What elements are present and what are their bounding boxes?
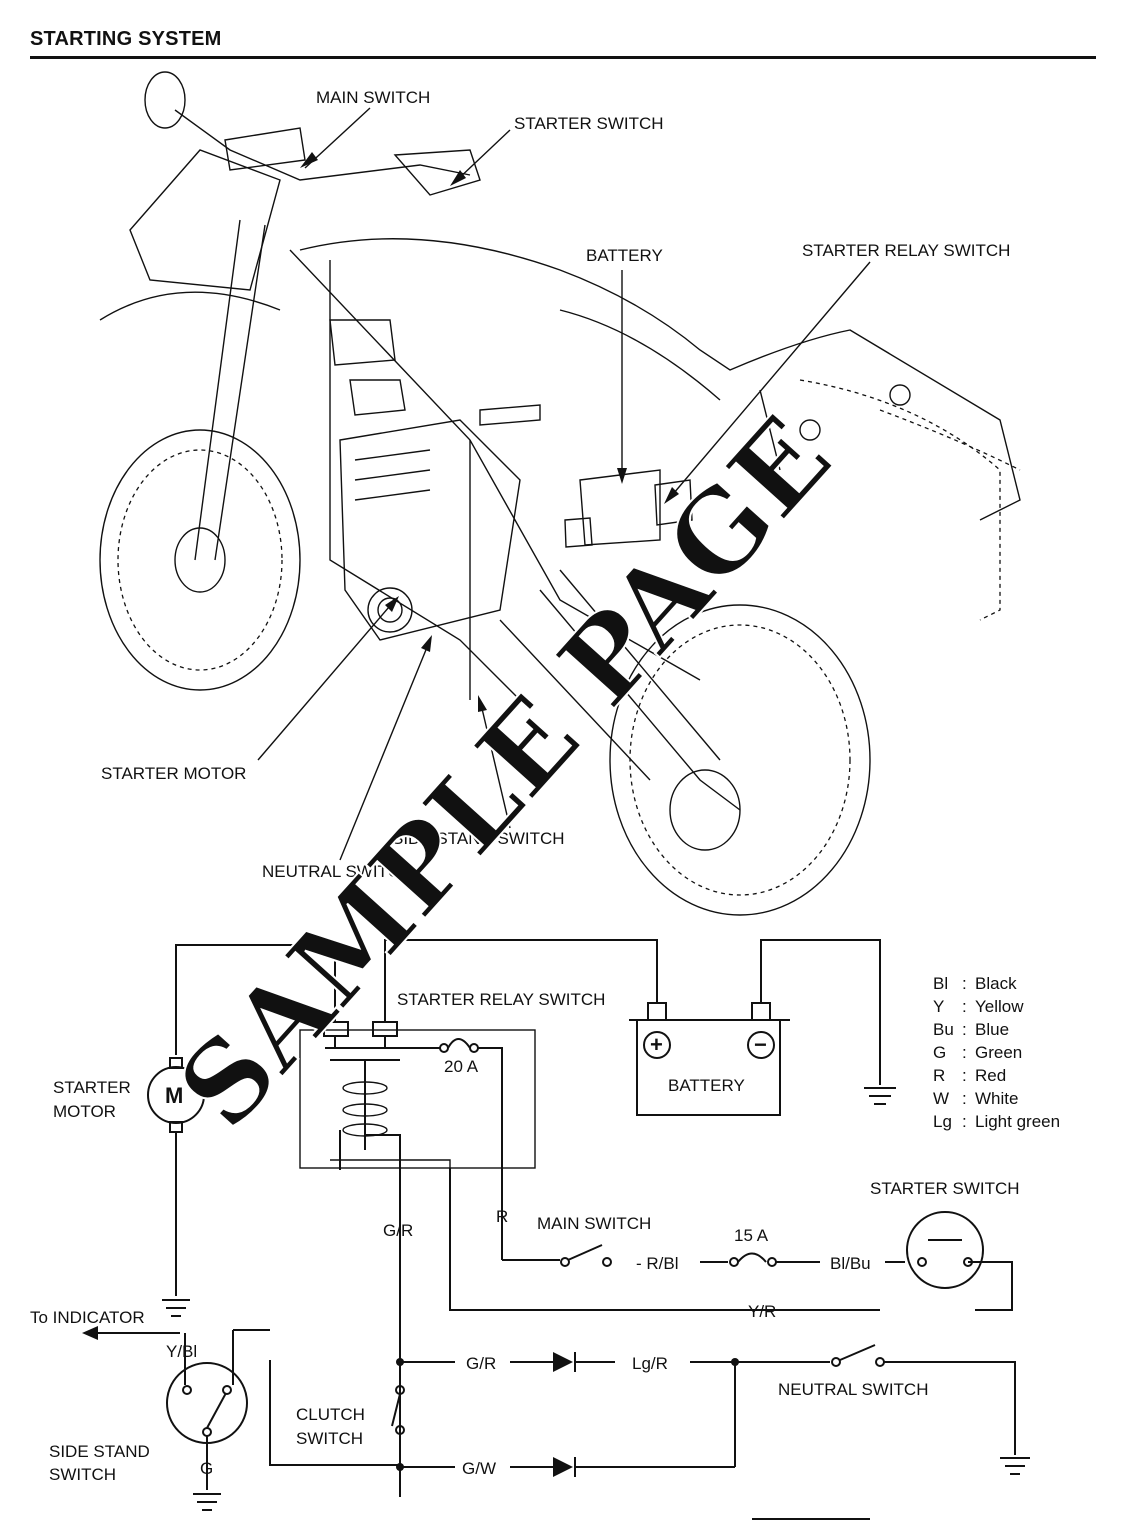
wire-RBl-label: - R/Bl (636, 1254, 679, 1273)
clutch-switch-line1: CLUTCH (296, 1405, 365, 1424)
wire-GW-label: G/W (462, 1459, 496, 1478)
legend-colons: : : : : : : : (962, 974, 967, 1131)
schematic-starter-motor-line1: STARTER (53, 1078, 131, 1097)
to-indicator-label: To INDICATOR (30, 1308, 145, 1327)
svg-text::: : (962, 974, 967, 993)
svg-text::: : (962, 1020, 967, 1039)
label-starter-motor: STARTER MOTOR (101, 764, 246, 783)
label-battery: BATTERY (586, 246, 663, 265)
fuse-15a-label: 15 A (734, 1226, 769, 1245)
schematic-neutral-switch: NEUTRAL SWITCH (778, 1380, 929, 1399)
fuse-20a-label: 20 A (444, 1057, 479, 1076)
legend-code-4: R (933, 1066, 945, 1085)
illustration-leaders (257, 107, 871, 861)
label-starter-switch: STARTER SWITCH (514, 114, 664, 133)
page-title: STARTING SYSTEM (30, 28, 222, 50)
svg-text::: : (962, 1112, 967, 1131)
legend-code-6: Lg (933, 1112, 952, 1131)
side-stand-switch-symbol (166, 1362, 248, 1444)
schematic-starter-switch: STARTER SWITCH (870, 1179, 1020, 1198)
svg-text::: : (962, 1089, 967, 1108)
wire-GR-label-1: G/R (383, 1221, 413, 1240)
battery-symbol (636, 1019, 781, 1116)
svg-text::: : (962, 997, 967, 1016)
title-rule (30, 56, 1096, 59)
ground-symbol-motor (162, 1299, 190, 1317)
legend-name-5: White (975, 1089, 1018, 1108)
wire-LgR-label: Lg/R (632, 1354, 668, 1373)
color-legend: Bl Black Y Yellow Bu Blue G Green R Red … (933, 974, 1060, 1131)
battery-plus: + (650, 1032, 663, 1057)
ground-symbol-neutral (1000, 1457, 1030, 1475)
wire-R-label: R (496, 1207, 508, 1226)
ground-symbol-battery (864, 1087, 896, 1105)
wire-YBl-label: Y/Bl (166, 1342, 197, 1361)
illustration-labels: MAIN SWITCH STARTER SWITCH BATTERY START… (101, 88, 1010, 881)
legend-code-0: Bl (933, 974, 948, 993)
starter-switch-symbol (906, 1211, 984, 1289)
legend-name-0: Black (975, 974, 1017, 993)
schematic-starter-motor-line2: MOTOR (53, 1102, 116, 1121)
legend-code-1: Y (933, 997, 944, 1016)
schematic-starter-relay-switch: STARTER RELAY SWITCH (397, 990, 605, 1009)
schematic-main-switch: MAIN SWITCH (537, 1214, 651, 1233)
wire-GR-label-2: G/R (466, 1354, 496, 1373)
legend-name-6: Light green (975, 1112, 1060, 1131)
legend-name-3: Green (975, 1043, 1022, 1062)
label-main-switch: MAIN SWITCH (316, 88, 430, 107)
schematic-battery: BATTERY (668, 1076, 745, 1095)
svg-text::: : (962, 1066, 967, 1085)
wire-YR-label: Y/R (748, 1302, 776, 1321)
legend-name-1: Yellow (975, 997, 1024, 1016)
side-stand-line1: SIDE STAND (49, 1442, 150, 1461)
label-side-stand-switch: SIDE STAND SWITCH (392, 829, 565, 848)
ground-symbol-sidestand (193, 1493, 221, 1511)
legend-name-4: Red (975, 1066, 1006, 1085)
legend-name-2: Blue (975, 1020, 1009, 1039)
wiring-schematic (82, 939, 1030, 1511)
battery-minus: − (754, 1032, 767, 1057)
relay-box (299, 1029, 536, 1169)
svg-text::: : (962, 1043, 967, 1062)
label-neutral-switch: NEUTRAL SWITCH (262, 862, 413, 881)
motor-symbol-letter: M (165, 1083, 183, 1108)
schematic-labels: STARTER MOTOR M STARTER RELAY SWITCH 20 … (30, 990, 1020, 1484)
clutch-switch-line2: SWITCH (296, 1429, 363, 1448)
legend-code-5: W (933, 1089, 949, 1108)
legend-code-2: Bu (933, 1020, 954, 1039)
label-starter-relay-switch: STARTER RELAY SWITCH (802, 241, 1010, 260)
side-stand-line2: SWITCH (49, 1465, 116, 1484)
legend-code-3: G (933, 1043, 946, 1062)
wire-BlBu-label: Bl/Bu (830, 1254, 871, 1273)
wire-G-label: G (200, 1459, 213, 1478)
